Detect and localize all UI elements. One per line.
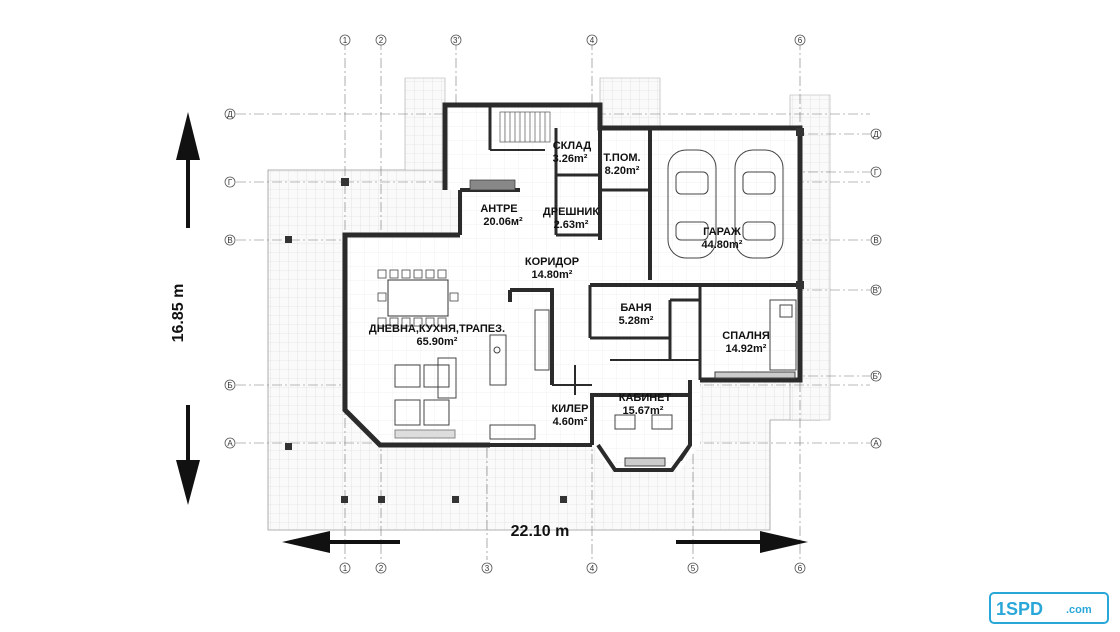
- room-kiler-area: 4.60m²: [553, 416, 588, 428]
- room-banya-area: 5.28m²: [619, 315, 654, 327]
- room-antre-name: АНТРЕ: [480, 203, 517, 215]
- axis-top-4: 4: [590, 36, 595, 45]
- width-dimension: 22.10 m: [282, 523, 808, 553]
- axis-markers-top: 1 2 3' 4 6: [339, 34, 806, 46]
- living-furniture: [394, 309, 550, 440]
- logo-suffix: .com: [1066, 604, 1092, 616]
- axis-right-V: В: [873, 236, 878, 245]
- axis-left-G: Г: [228, 178, 233, 187]
- arrow-right-icon: [760, 531, 808, 553]
- axis-left-B: Б: [227, 381, 232, 390]
- room-sklad-area: 3.26m²: [553, 153, 588, 165]
- garage-cars: [667, 149, 784, 259]
- office-furniture: [614, 414, 673, 467]
- axis-right-D: Д: [873, 130, 879, 139]
- axis-right-Vp: В': [873, 286, 880, 295]
- room-kabinet-name: КАБИНЕТ: [619, 392, 672, 404]
- axis-right-A: А: [873, 439, 879, 448]
- room-tpom-name: Т.ПОМ.: [603, 152, 640, 164]
- room-koridor-area: 14.80m²: [532, 269, 573, 281]
- room-spalnya-name: СПАЛНЯ: [722, 330, 770, 342]
- width-dimension-label: 22.10 m: [511, 523, 570, 540]
- dining-table: [377, 269, 459, 327]
- terrace-columns: [285, 128, 804, 503]
- room-antre-area: 20.06м²: [483, 216, 523, 228]
- height-dimension-label: 16.85 m: [170, 284, 187, 343]
- room-labels: СКЛАД 3.26m² Т.ПОМ. 8.20m² АНТРЕ 20.06м²…: [369, 140, 770, 428]
- axis-bottom-3: 3: [485, 564, 490, 573]
- room-garage-name: ГАРАЖ: [703, 226, 741, 238]
- axis-bottom-1: 1: [343, 564, 348, 573]
- axis-right-G: Г: [874, 168, 879, 177]
- walls: [342, 102, 803, 472]
- house-interior: [345, 105, 800, 470]
- axis-left-D: Д: [227, 110, 233, 119]
- room-banya-name: БАНЯ: [620, 302, 651, 314]
- axis-left-V: В: [227, 236, 232, 245]
- axis-top-6: 6: [798, 36, 803, 45]
- axis-markers-right: Д Г В В' Б' А: [870, 128, 882, 449]
- room-kabinet-area: 15.67m²: [623, 405, 664, 417]
- arrow-down-icon: [176, 460, 200, 505]
- axis-bottom-2: 2: [379, 564, 384, 573]
- room-dreshnik-area: 2.63m²: [554, 219, 589, 231]
- room-dreshnik-name: ДРЕШНИК: [543, 206, 599, 218]
- site-logo: 1SPD .com: [989, 592, 1109, 624]
- height-dimension: 16.85 m: [170, 112, 200, 505]
- axis-markers-left: Д Г В Б А: [224, 108, 236, 449]
- axis-bottom-6: 6: [798, 564, 803, 573]
- bedroom-furniture: [714, 299, 797, 379]
- staircase: [469, 111, 551, 191]
- axis-right-Bp: Б': [873, 372, 880, 381]
- arrow-left-icon: [282, 531, 330, 553]
- room-dnevna-area: 65.90m²: [417, 336, 458, 348]
- logo-text: 1SPD: [996, 599, 1043, 619]
- axis-bottom-4: 4: [590, 564, 595, 573]
- axis-left-A: А: [227, 439, 233, 448]
- axis-top-1: 1: [343, 36, 348, 45]
- room-sklad-name: СКЛАД: [553, 140, 592, 152]
- axis-top-2: 2: [379, 36, 384, 45]
- room-koridor-name: КОРИДОР: [525, 256, 579, 268]
- room-garage-area: 44.80m²: [702, 239, 743, 251]
- room-dnevna-name: ДНЕВНА,КУХНЯ,ТРАПЕЗ.: [369, 323, 505, 335]
- room-spalnya-area: 14.92m²: [726, 343, 767, 355]
- axis-bottom-5: 5: [691, 564, 696, 573]
- arrow-up-icon: [176, 112, 200, 160]
- room-tpom-area: 8.20m²: [605, 165, 640, 177]
- room-kiler-name: КИЛЕР: [551, 403, 588, 415]
- axis-markers-bottom: 1 2 3 4 5 6: [339, 562, 806, 574]
- axis-top-3p: 3': [453, 36, 459, 45]
